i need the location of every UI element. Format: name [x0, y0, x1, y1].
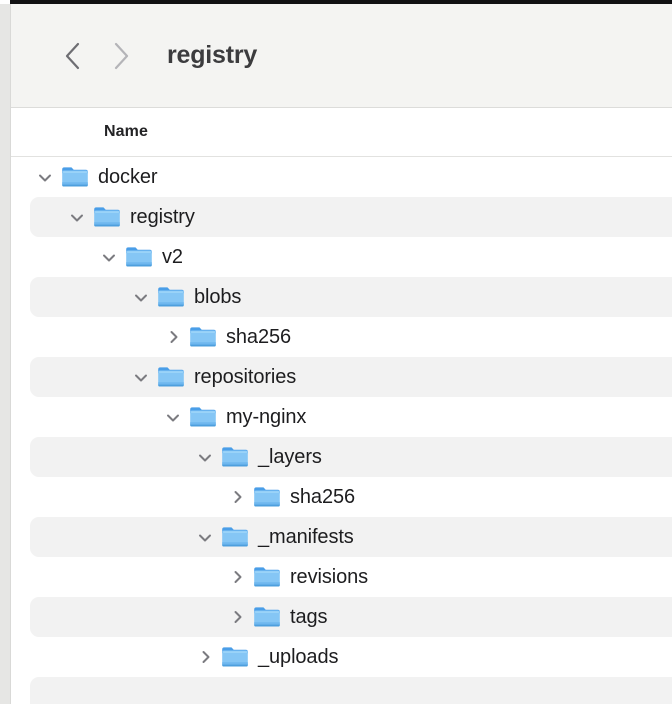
chevron-down-icon[interactable] — [129, 357, 153, 397]
row-background — [30, 277, 672, 317]
tree-row-content: tags — [225, 597, 328, 637]
row-background — [30, 597, 672, 637]
tree-row[interactable]: blobs — [11, 277, 672, 317]
chevron-down-icon[interactable] — [129, 277, 153, 317]
folder-icon — [221, 526, 249, 548]
folder-icon — [221, 446, 249, 468]
tree-row-content: registry — [65, 197, 195, 237]
folder-icon — [189, 406, 217, 428]
folder-tree[interactable]: docker registry v2 blobs sha256 repositories m… — [11, 157, 672, 704]
tree-row-content: sha256 — [225, 477, 355, 517]
row-background — [30, 677, 672, 704]
tree-row-label: sha256 — [226, 325, 292, 348]
row-background — [30, 317, 672, 357]
chevron-right-icon[interactable] — [193, 637, 217, 677]
tree-row-label: tags — [290, 605, 328, 628]
folder-icon — [221, 646, 249, 668]
tree-row-label: docker — [98, 165, 158, 188]
tree-row-content: repositories — [129, 357, 296, 397]
gutter-divider — [10, 4, 11, 704]
tree-row-label: _uploads — [258, 645, 339, 668]
tree-row-content: _layers — [193, 437, 322, 477]
chevron-right-icon[interactable] — [225, 557, 249, 597]
tree-row[interactable]: repositories — [11, 357, 672, 397]
tree-row[interactable]: sha256 — [11, 317, 672, 357]
folder-icon — [253, 606, 281, 628]
tree-row-label: revisions — [290, 565, 369, 588]
tree-row[interactable]: sha256 — [11, 477, 672, 517]
tree-row-label: registry — [130, 205, 195, 228]
row-background — [30, 637, 672, 677]
toolbar: registry — [11, 4, 672, 108]
tree-row-content: docker — [33, 157, 158, 197]
tree-row[interactable]: registry — [11, 197, 672, 237]
tree-row[interactable]: _manifests — [11, 517, 672, 557]
tree-row-label: sha256 — [290, 485, 356, 508]
row-background — [30, 357, 672, 397]
folder-icon — [157, 286, 185, 308]
tree-row-label: _layers — [258, 445, 322, 468]
tree-row[interactable]: my-nginx — [11, 397, 672, 437]
tree-row-label: blobs — [194, 285, 242, 308]
row-background — [30, 437, 672, 477]
tree-row-label: my-nginx — [226, 405, 307, 428]
chevron-left-icon — [63, 41, 83, 71]
chevron-right-icon[interactable] — [161, 317, 185, 357]
tree-row-content: _manifests — [193, 517, 354, 557]
tree-row-content: _uploads — [193, 637, 338, 677]
left-gutter — [0, 4, 10, 704]
chevron-down-icon[interactable] — [193, 437, 217, 477]
chevron-down-icon[interactable] — [161, 397, 185, 437]
folder-icon — [189, 326, 217, 348]
chevron-down-icon[interactable] — [97, 237, 121, 277]
chevron-right-icon[interactable] — [225, 477, 249, 517]
row-background — [30, 197, 672, 237]
chevron-right-icon — [111, 41, 131, 71]
tree-row[interactable]: docker — [11, 157, 672, 197]
row-background — [30, 517, 672, 557]
window-top-bar — [10, 0, 672, 4]
folder-icon — [253, 566, 281, 588]
folder-icon — [125, 246, 153, 268]
tree-row[interactable]: _uploads — [11, 637, 672, 677]
chevron-down-icon[interactable] — [193, 517, 217, 557]
tree-row[interactable] — [11, 677, 672, 704]
tree-row-label: v2 — [162, 245, 183, 268]
page-title: registry — [167, 41, 258, 69]
folder-icon — [61, 166, 89, 188]
column-header: Name — [11, 108, 672, 157]
column-header-name[interactable]: Name — [104, 123, 148, 140]
folder-icon — [93, 206, 121, 228]
tree-row-label: _manifests — [258, 525, 354, 548]
chevron-right-icon[interactable] — [225, 597, 249, 637]
tree-row-content: revisions — [225, 557, 368, 597]
tree-row[interactable]: revisions — [11, 557, 672, 597]
forward-button[interactable] — [101, 36, 141, 76]
folder-icon — [157, 366, 185, 388]
tree-row[interactable]: v2 — [11, 237, 672, 277]
tree-row-content: my-nginx — [161, 397, 306, 437]
row-background — [30, 397, 672, 437]
tree-row-content: blobs — [129, 277, 241, 317]
chevron-down-icon[interactable] — [33, 157, 57, 197]
tree-row[interactable]: _layers — [11, 437, 672, 477]
back-button[interactable] — [53, 36, 93, 76]
folder-icon — [253, 486, 281, 508]
chevron-down-icon[interactable] — [65, 197, 89, 237]
tree-row-content: sha256 — [161, 317, 291, 357]
tree-row-content: v2 — [97, 237, 183, 277]
tree-row-label: repositories — [194, 365, 297, 388]
tree-row[interactable]: tags — [11, 597, 672, 637]
